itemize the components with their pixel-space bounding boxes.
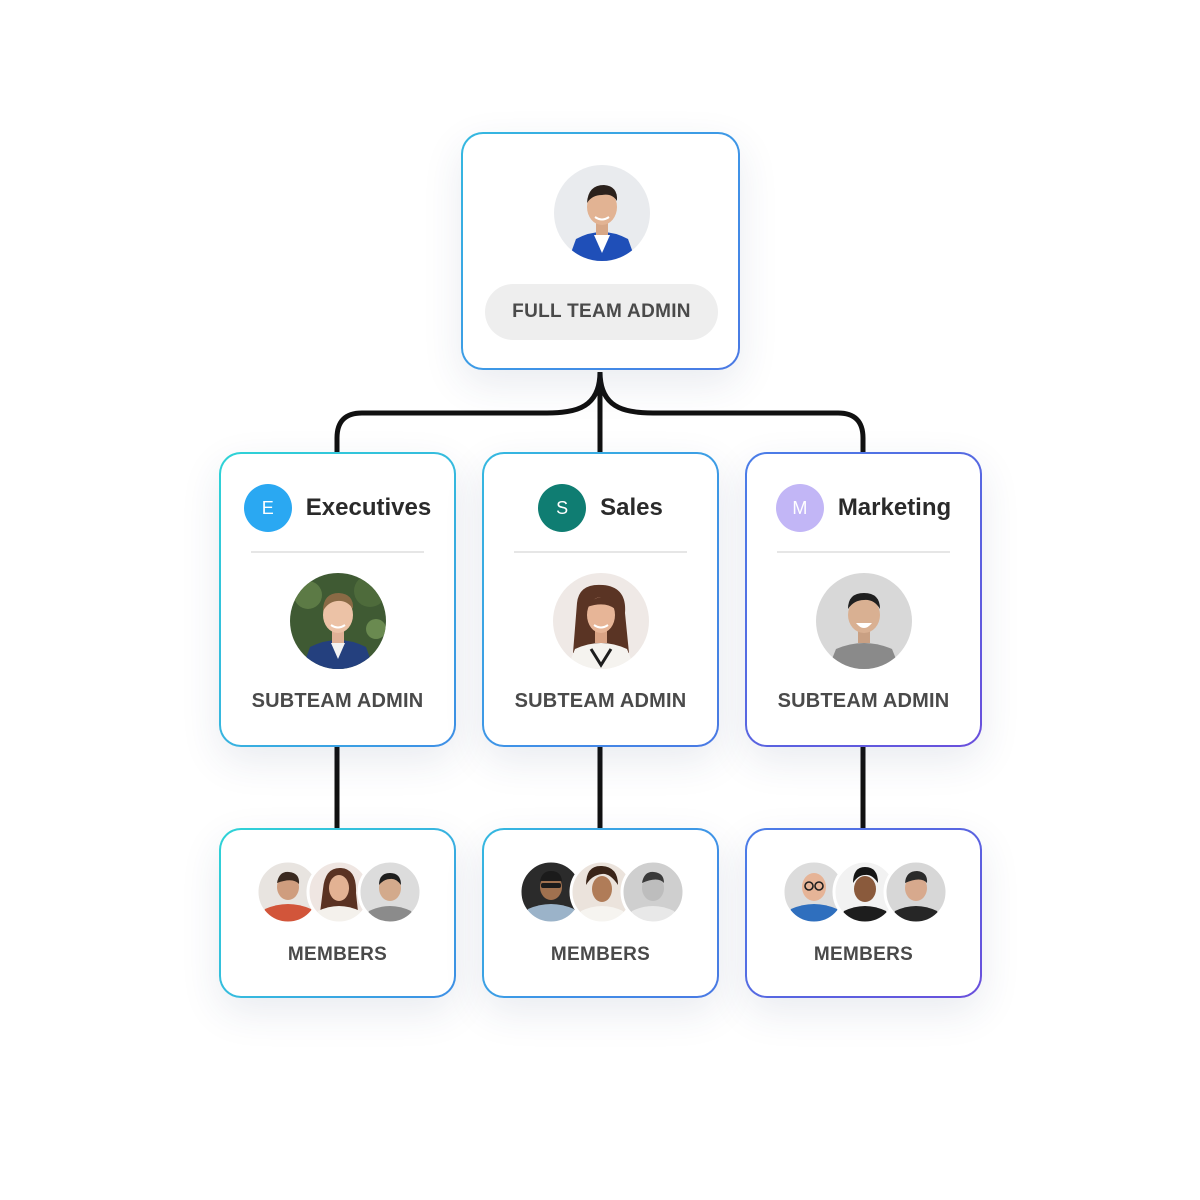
subteam-card-sales[interactable]: S Sales SUBTEAM ADMIN xyxy=(482,452,719,747)
subteam-admin-avatar xyxy=(553,573,649,669)
members-card-executives[interactable]: MEMBERS xyxy=(219,828,456,998)
connector-top-to-executives xyxy=(334,371,603,452)
subteam-card-executives[interactable]: E Executives SUBTEAM ADMIN xyxy=(219,452,456,747)
subteam-header: E Executives xyxy=(221,484,454,532)
team-badge: E xyxy=(243,484,292,532)
team-badge: S xyxy=(538,484,587,532)
subteam-admin-avatar xyxy=(290,573,386,669)
divider xyxy=(251,551,424,553)
divider xyxy=(514,551,687,553)
member-avatar-stack xyxy=(781,859,949,925)
member-avatar xyxy=(520,861,582,923)
team-name: Executives xyxy=(305,494,432,521)
members-card-marketing[interactable]: MEMBERS xyxy=(745,828,982,998)
full-team-admin-role-pill: FULL TEAM ADMIN xyxy=(485,284,718,340)
member-avatar-stack xyxy=(255,859,423,925)
member-avatar xyxy=(834,861,896,923)
member-avatar-stack xyxy=(518,859,686,925)
full-team-admin-card[interactable]: FULL TEAM ADMIN xyxy=(461,132,740,370)
subteam-admin-label: SUBTEAM ADMIN xyxy=(777,690,950,712)
divider xyxy=(777,551,950,553)
subteam-header: M Marketing xyxy=(747,484,980,532)
subteam-admin-label: SUBTEAM ADMIN xyxy=(251,690,424,712)
subteam-card-marketing[interactable]: M Marketing SUBTEAM ADMIN xyxy=(745,452,982,747)
subteam-admin-avatar xyxy=(816,573,912,669)
members-card-sales[interactable]: MEMBERS xyxy=(482,828,719,998)
subteam-header: S Sales xyxy=(484,484,717,532)
subteam-admin-label: SUBTEAM ADMIN xyxy=(514,690,687,712)
members-label: MEMBERS xyxy=(550,944,651,965)
members-label: MEMBERS xyxy=(287,944,388,965)
full-team-admin-avatar xyxy=(554,165,650,261)
connector-top-to-marketing xyxy=(597,371,866,452)
member-avatar xyxy=(257,861,319,923)
team-name: Marketing xyxy=(837,494,952,521)
members-label: MEMBERS xyxy=(813,944,914,965)
team-badge: M xyxy=(775,484,824,532)
team-name: Sales xyxy=(600,494,663,521)
